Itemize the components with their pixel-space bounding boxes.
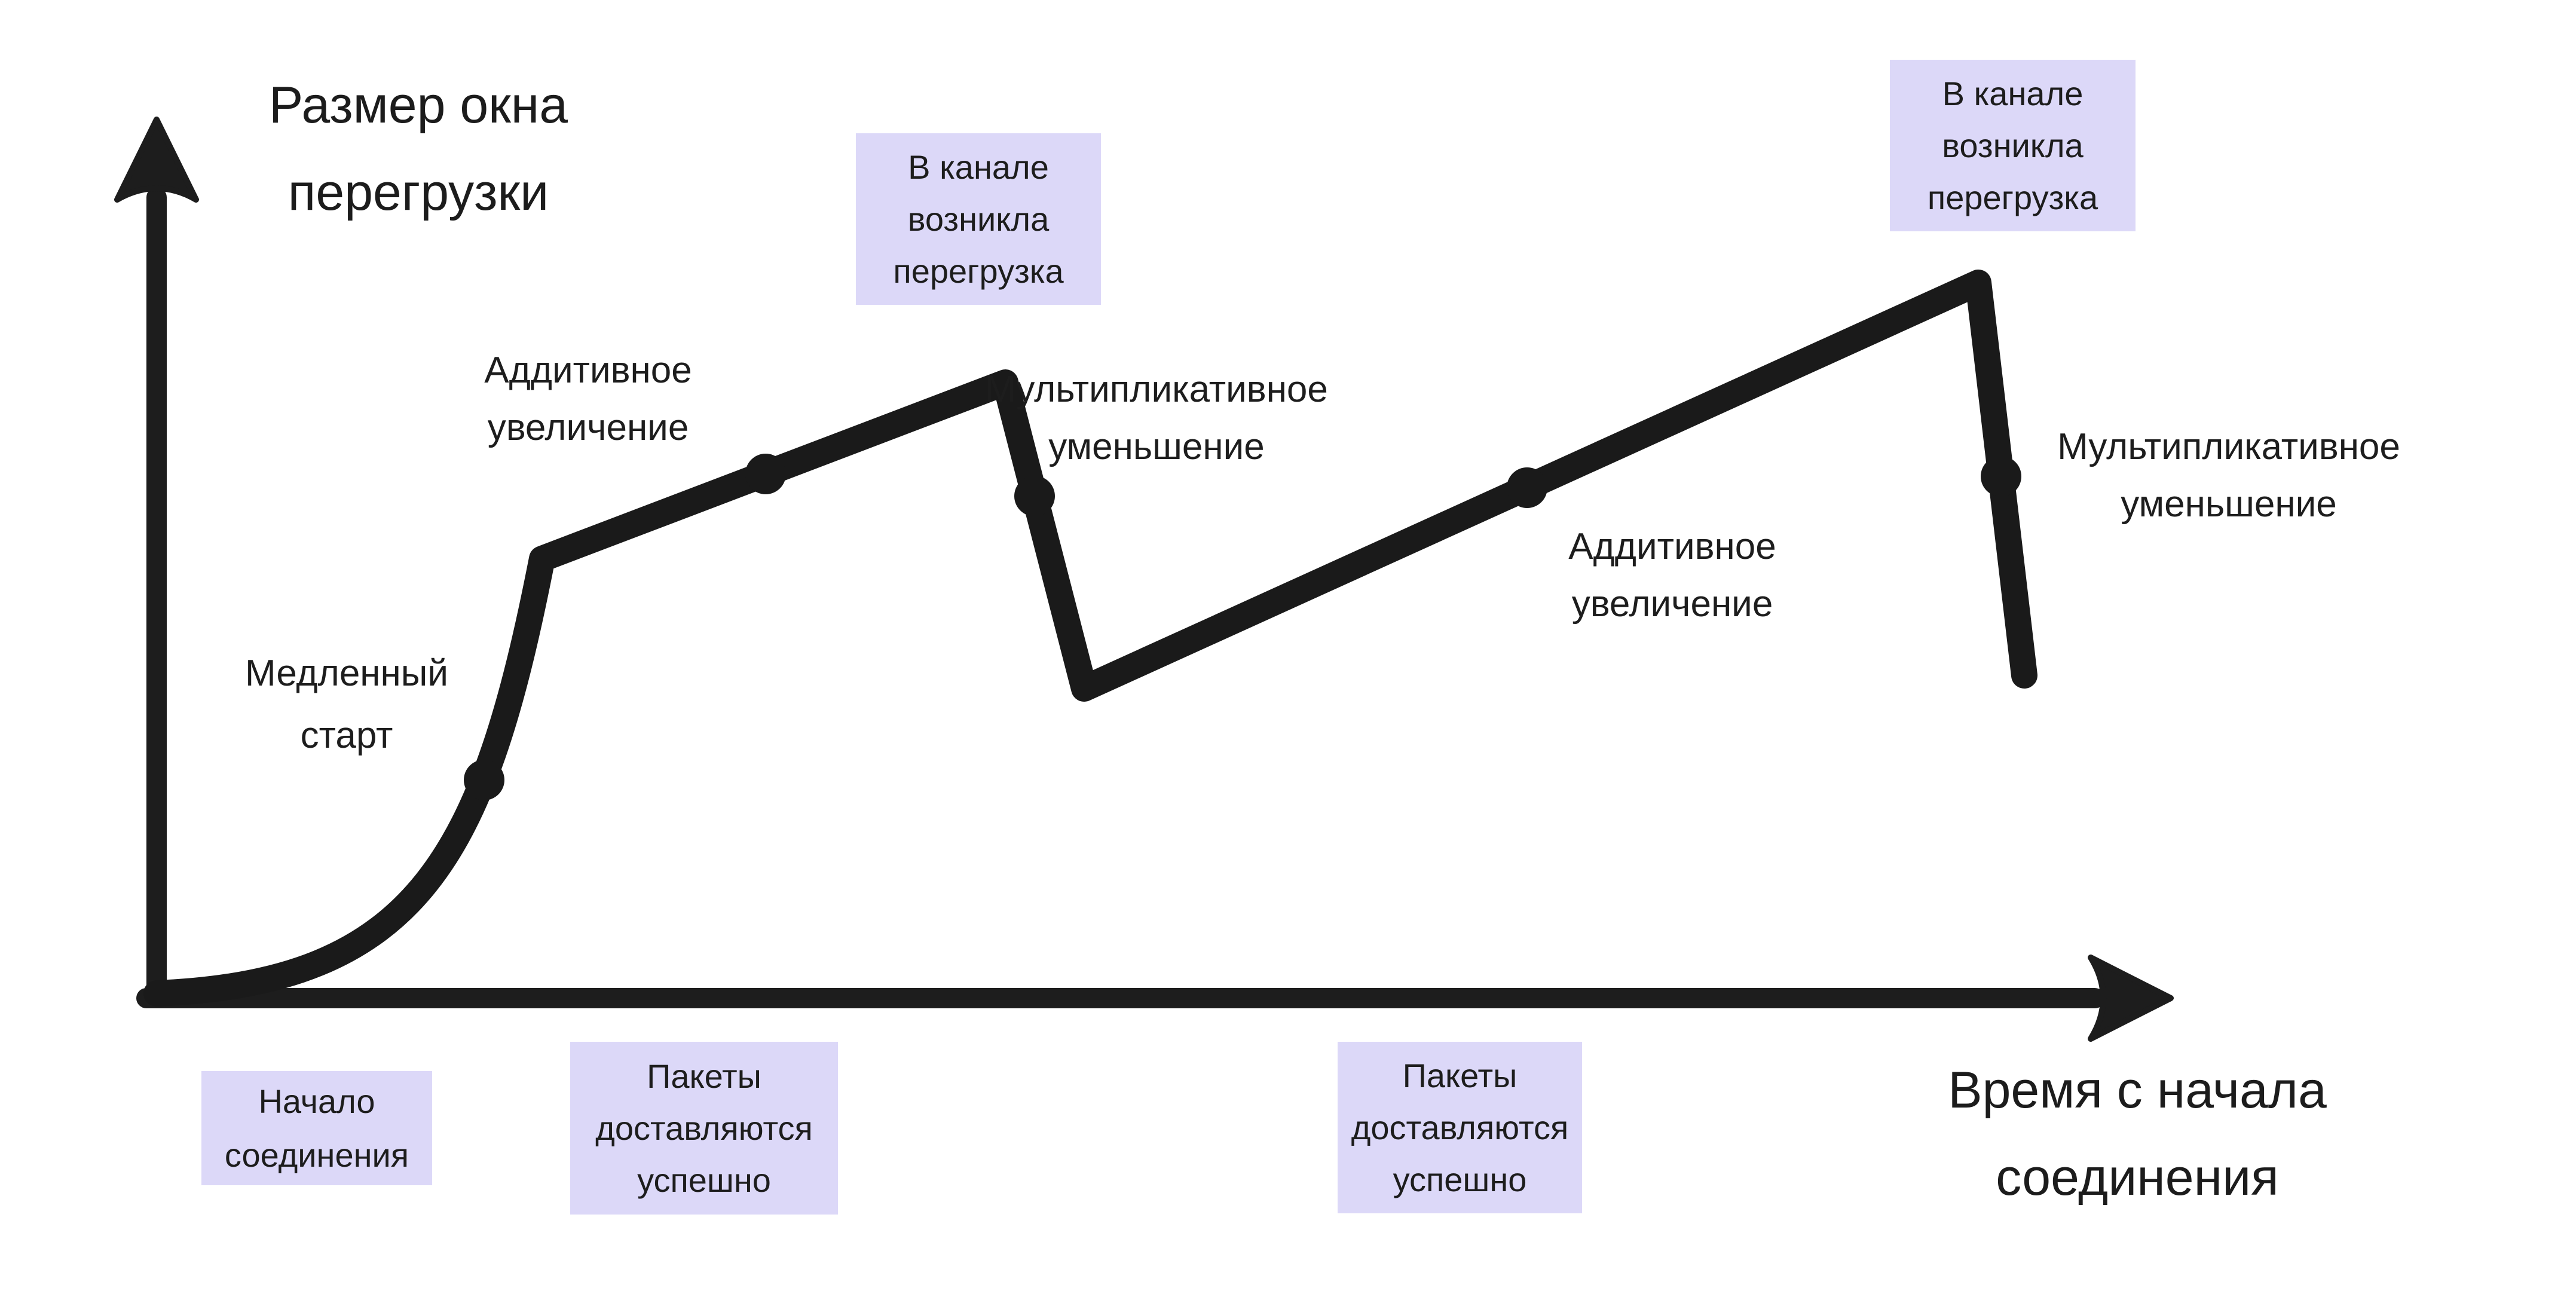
x-axis-title-line: соединения (1996, 1149, 2279, 1206)
callout-line: возникла (907, 200, 1050, 238)
callout-packets-delivered-1: Пакеты доставляются успешно (570, 1042, 838, 1215)
callout-packets-delivered-2: Пакеты доставляются успешно (1338, 1042, 1582, 1213)
y-axis-arrowhead-icon (114, 117, 199, 203)
callout-congestion-occurred-1: В канале возникла перегрузка (856, 133, 1101, 305)
label-line: уменьшение (2121, 484, 2337, 525)
label-line: Мультипликативное (985, 369, 1328, 410)
curve-point-dot (1014, 476, 1055, 516)
curve-point-dot (745, 454, 786, 494)
callout-line: успешно (1393, 1161, 1527, 1198)
callout-line: доставляются (1351, 1109, 1569, 1146)
label-line: старт (300, 715, 393, 756)
congestion-window-curve (143, 270, 2037, 1007)
label-additive-increase-1: Аддитивное увеличение (409, 342, 767, 457)
callout-line: Начало (258, 1082, 375, 1120)
y-axis-title-line: перегрузки (287, 164, 549, 221)
callout-congestion-occurred-2: В канале возникла перегрузка (1890, 60, 2136, 231)
callout-line: Пакеты (647, 1057, 761, 1095)
curve-point-dot (464, 760, 504, 800)
callout-line: успешно (637, 1161, 771, 1199)
y-axis-title: Размер окна перегрузки (203, 62, 634, 236)
callout-connection-start: Начало соединения (201, 1071, 432, 1185)
label-slow-start: Медленный старт (197, 643, 496, 767)
label-line: Мультипликативное (2057, 426, 2400, 467)
x-axis-arrowhead-icon (2088, 955, 2174, 1042)
label-additive-increase-2: Аддитивное увеличение (1493, 518, 1852, 633)
callout-line: перегрузка (1927, 179, 2098, 216)
callout-line: перегрузка (893, 252, 1064, 290)
label-line: увеличение (487, 407, 689, 448)
x-axis-title: Время с начала соединения (1898, 1047, 2376, 1221)
label-line: Аддитивное (484, 350, 692, 391)
callout-line: В канале (908, 148, 1049, 186)
label-multiplicative-decrease-2: Мультипликативное уменьшение (1960, 418, 2498, 533)
curve-point-dot (1981, 456, 2021, 497)
callout-line: доставляются (595, 1109, 813, 1147)
y-axis-title-line: Размер окна (268, 77, 568, 134)
callout-line: В канале (1942, 75, 2084, 112)
label-line: уменьшение (1048, 426, 1265, 467)
curve-dots (464, 454, 2021, 800)
label-line: увеличение (1571, 583, 1773, 625)
x-axis-title-line: Время с начала (1948, 1062, 2327, 1119)
callout-line: Пакеты (1402, 1057, 1518, 1094)
curve-point-dot (1507, 467, 1547, 508)
callout-line: возникла (1942, 127, 2084, 164)
label-multiplicative-decrease-1: Мультипликативное уменьшение (888, 361, 1425, 476)
label-line: Медленный (245, 653, 448, 694)
label-line: Аддитивное (1568, 526, 1776, 567)
callout-line: соединения (224, 1136, 409, 1174)
